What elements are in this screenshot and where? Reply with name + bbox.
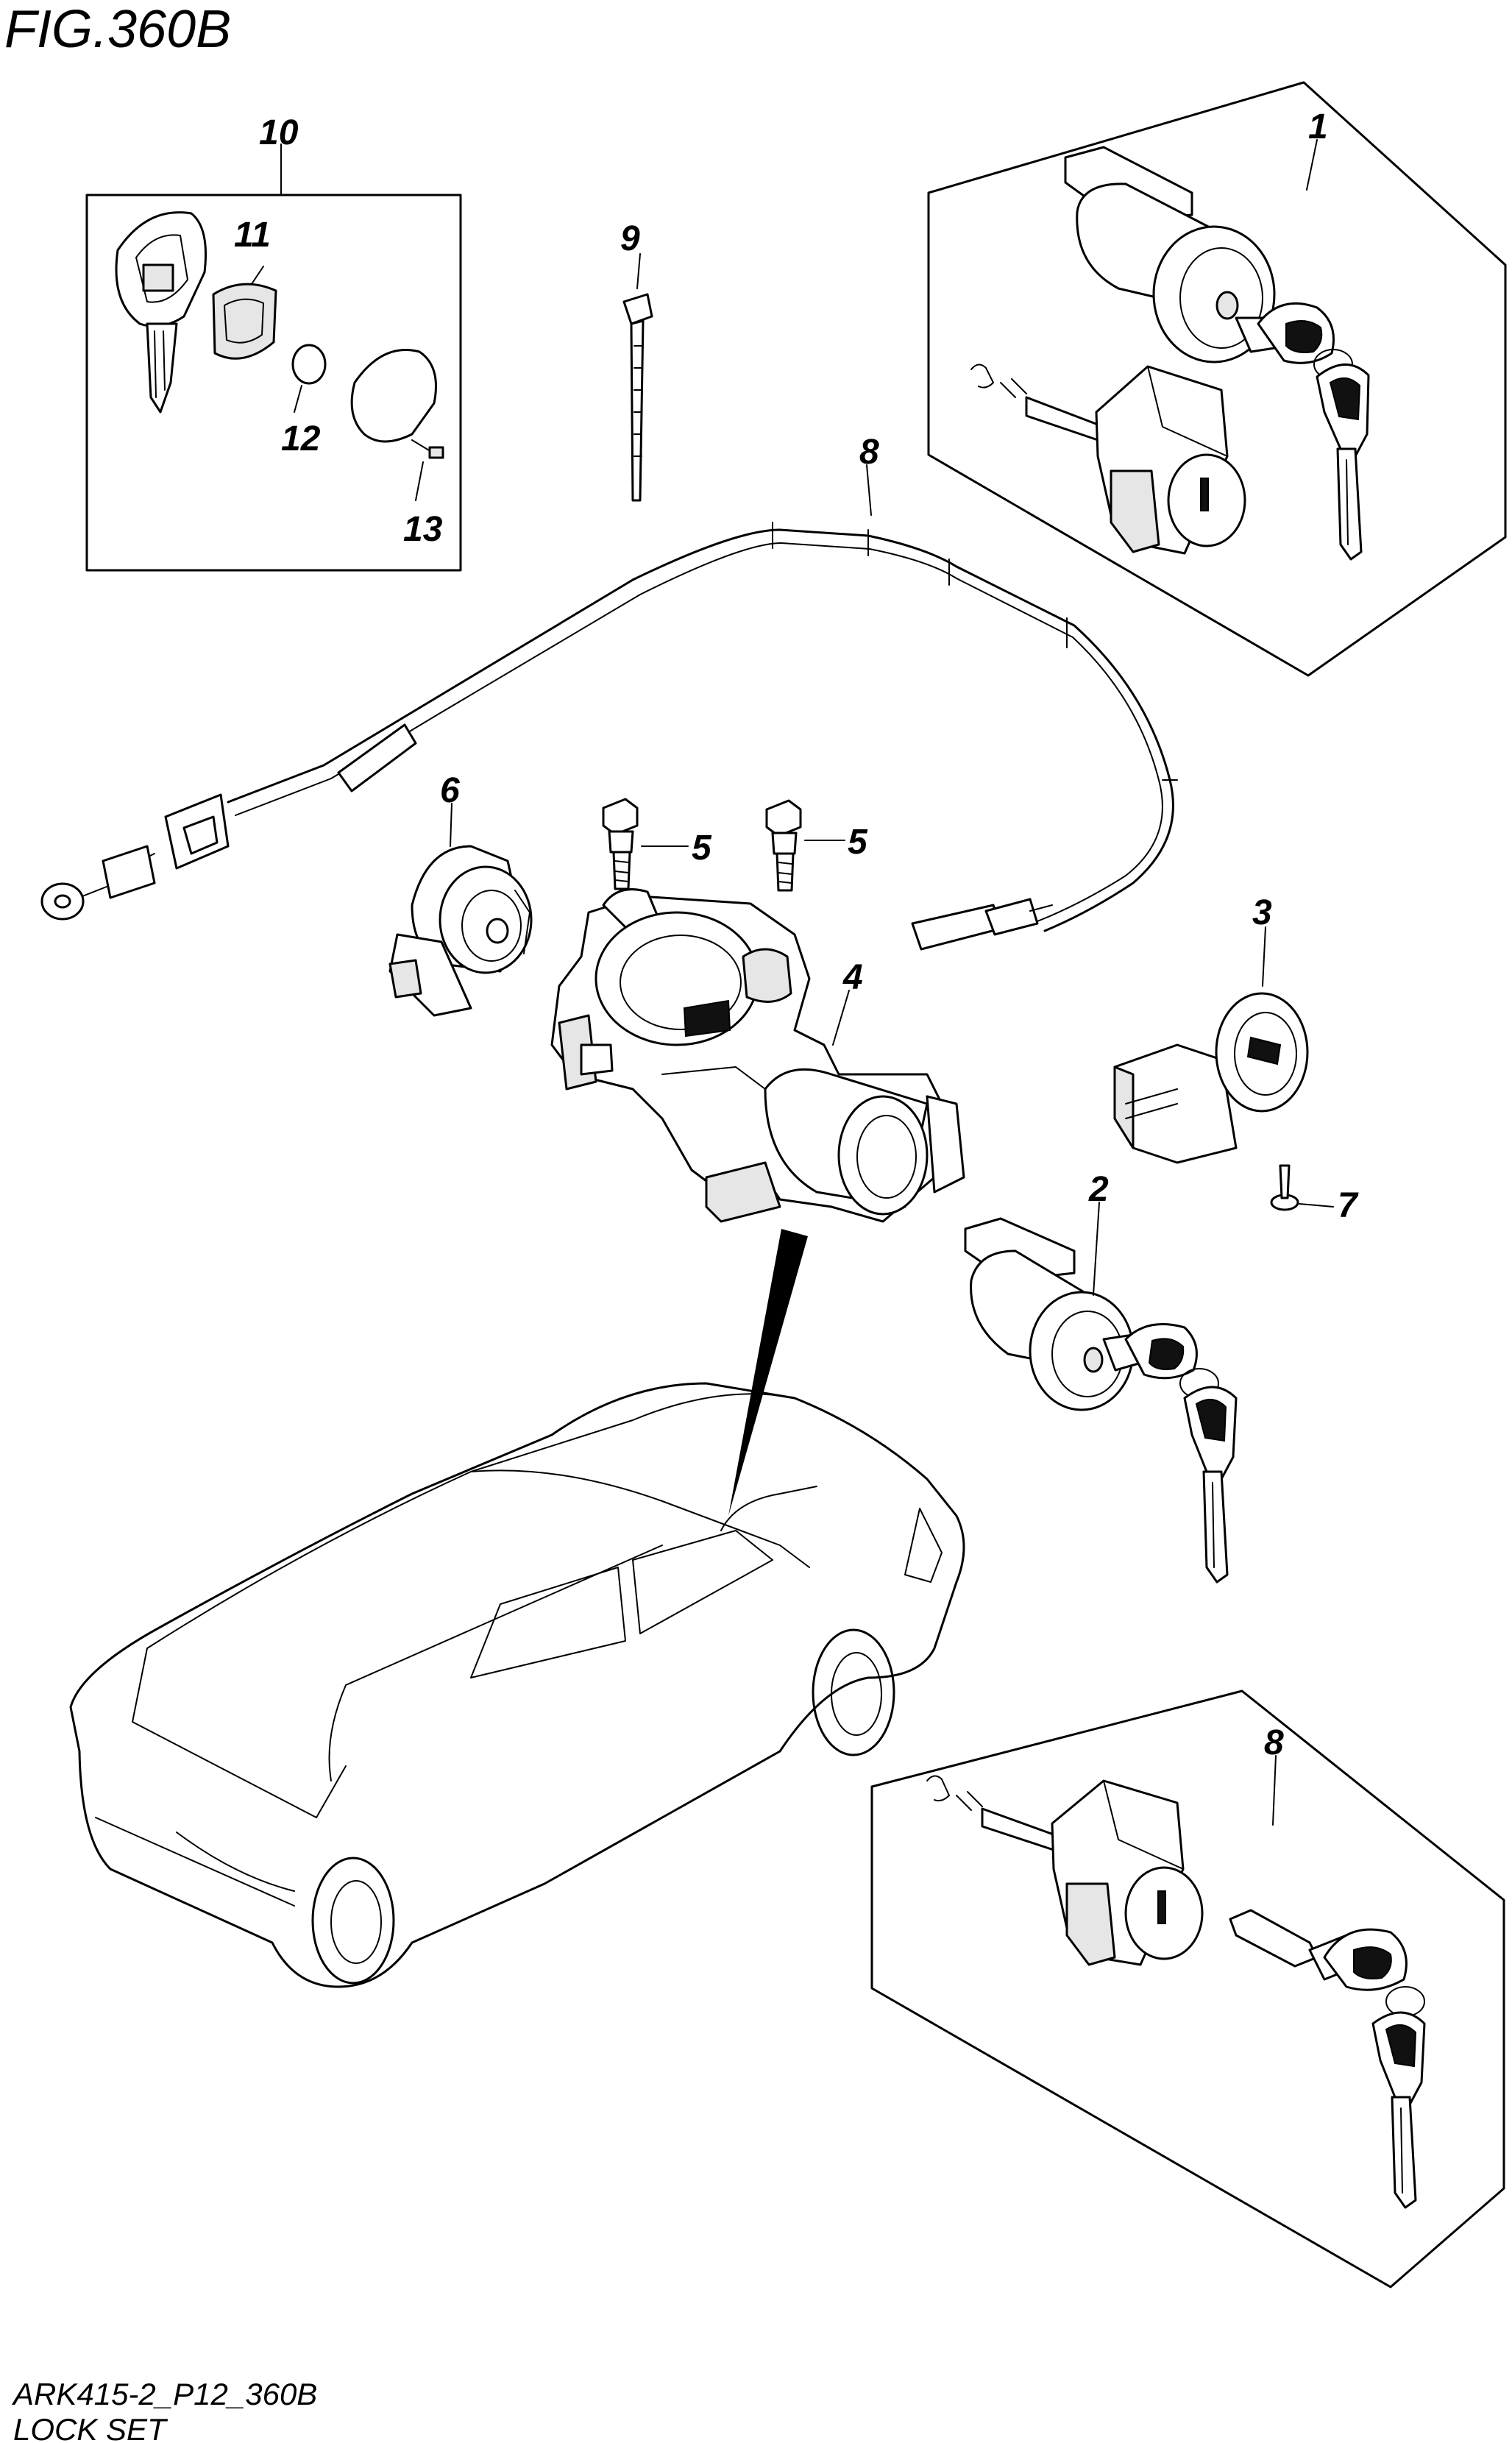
tailgate-lock-icon xyxy=(970,364,1246,555)
vehicle-key-icon xyxy=(1229,1909,1426,2209)
callout-1: 1 xyxy=(1308,107,1328,146)
callout-14: 13 xyxy=(403,510,443,549)
bolt-icon: 5 xyxy=(602,798,712,890)
hatchback-car-icon xyxy=(69,1382,965,1988)
vehicle-key-icon xyxy=(1235,302,1370,561)
callout-12: 11 xyxy=(234,216,271,255)
callout-9: 8 xyxy=(859,433,879,472)
screw-icon: 7 xyxy=(1270,1164,1359,1225)
coin-battery-icon xyxy=(291,344,327,385)
battery-holder-icon xyxy=(212,266,277,360)
figure-name: LOCK SET xyxy=(13,2412,168,2443)
ignition-switch-icon: 4 xyxy=(550,888,965,1223)
immobilizer-coil-icon: 6 xyxy=(388,771,533,1017)
key-fob-icon xyxy=(115,211,207,414)
callout-5-right: 5 xyxy=(848,823,868,862)
figure-code: ARK415-2_P12_360B xyxy=(11,2377,317,2411)
part-1-box: 1 xyxy=(927,81,1507,677)
callout-4: 4 xyxy=(842,958,863,997)
part-11-box: 10 11 12 13 xyxy=(85,113,462,572)
part-8-box: 8 xyxy=(870,1689,1505,2288)
trunk-lock-icon: 3 xyxy=(1113,893,1309,1164)
fob-cover-icon xyxy=(350,349,444,501)
callout-11: 10 xyxy=(259,113,299,152)
callout-5-left: 5 xyxy=(692,829,712,868)
callout-3: 3 xyxy=(1252,893,1272,932)
tailgate-lock-icon xyxy=(926,1775,1204,1966)
callout-6: 6 xyxy=(440,771,460,810)
callout-13: 12 xyxy=(281,419,321,458)
callout-7: 7 xyxy=(1338,1186,1359,1225)
pointer-arrow xyxy=(728,1229,808,1516)
cable-tie-icon: 9 xyxy=(620,219,653,502)
callout-10: 9 xyxy=(620,219,640,258)
door-lock-set-icon: 2 xyxy=(964,1170,1238,1584)
release-cable-icon: 8 xyxy=(40,433,1178,951)
figure-title: FIG.360B xyxy=(4,0,231,59)
callout-2: 2 xyxy=(1088,1170,1109,1209)
callout-8: 8 xyxy=(1264,1723,1284,1762)
bolt-icon: 5 xyxy=(765,799,868,892)
